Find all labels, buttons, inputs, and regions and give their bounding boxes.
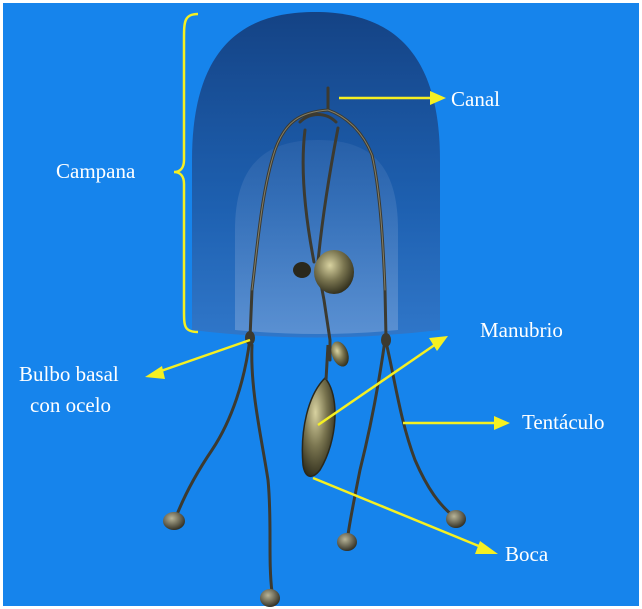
label-manubrio: Manubrio <box>480 318 563 342</box>
label-bulbo-line2: con ocelo <box>30 393 111 417</box>
label-canal: Canal <box>451 87 500 111</box>
manubrium-stalk <box>326 345 328 380</box>
label-tentaculo: Tentáculo <box>522 410 605 434</box>
label-bulbo-line1: Bulbo basal <box>19 362 119 386</box>
label-boca: Boca <box>505 542 549 566</box>
label-campana: Campana <box>56 159 136 183</box>
